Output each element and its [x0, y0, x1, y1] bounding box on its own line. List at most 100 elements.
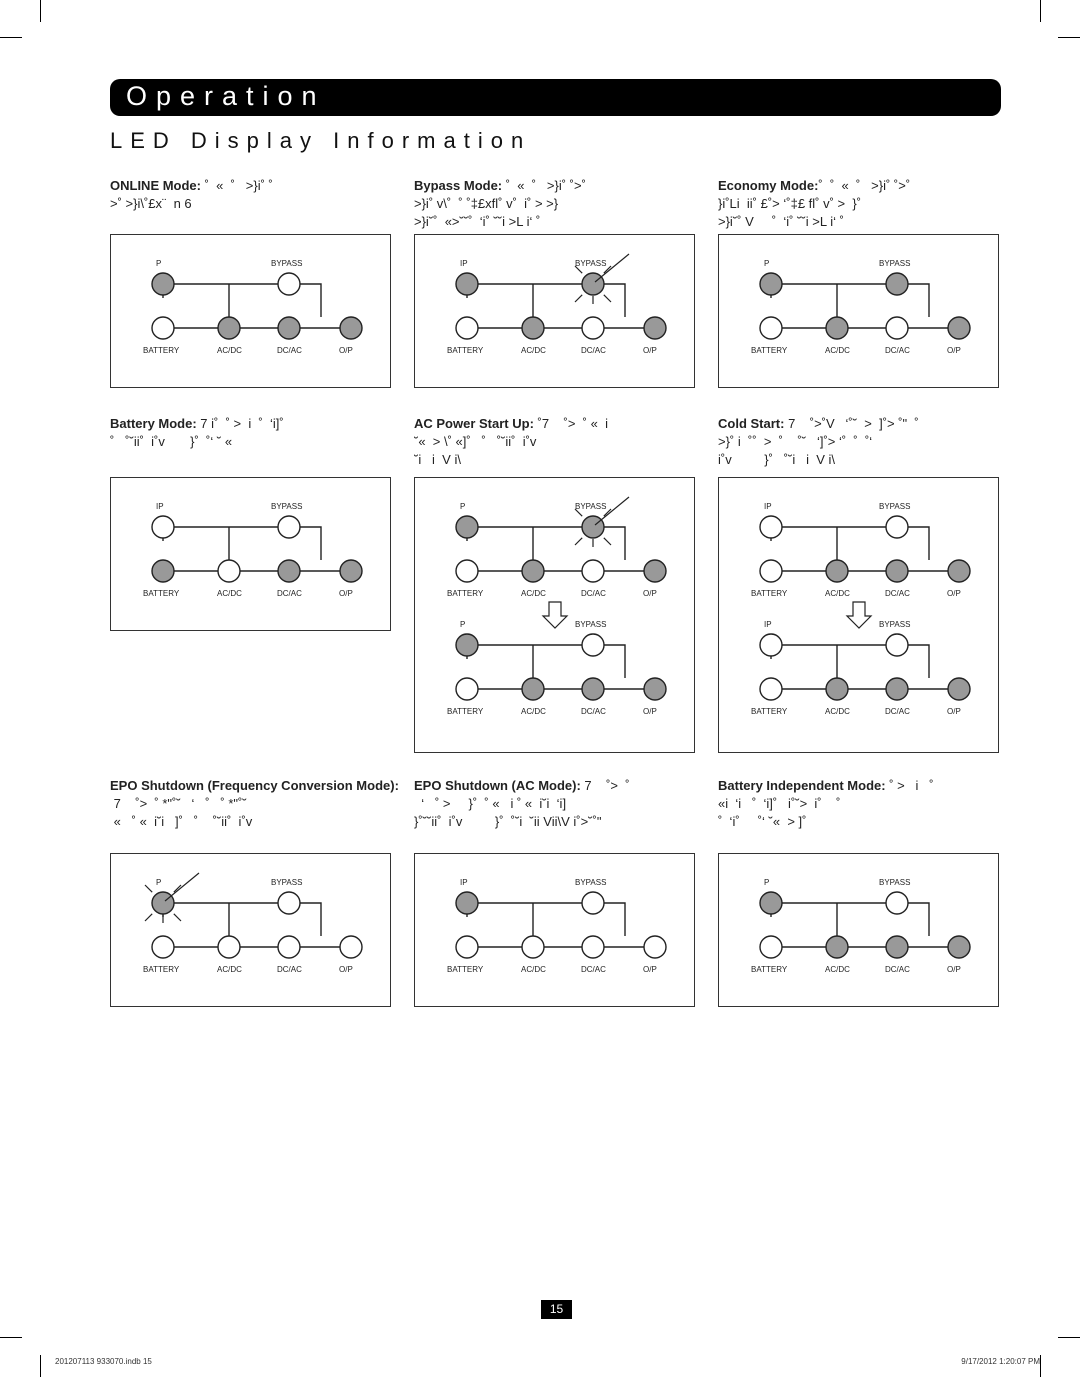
mode-economy-text: Economy Mode:˚ ˚ « ˚ >}i˚ ˚>˚ }i˚Li ii˚ …: [718, 177, 1068, 259]
crop-mark: [1058, 1337, 1080, 1338]
blink-ray: [574, 508, 583, 517]
led-ip: [759, 633, 783, 657]
label-ip: IP: [764, 502, 772, 511]
label-led: BATTERY: [143, 346, 180, 355]
led-ip: [759, 891, 783, 915]
label-led: BATTERY: [447, 589, 484, 598]
label-led: DC/AC: [581, 965, 606, 974]
led-bypass: [581, 633, 605, 657]
mode-line: ˚ ˚˘ii˚ i˚v }˚ ˚‘ ˘ «: [110, 434, 233, 449]
blink-ray: [603, 537, 612, 546]
label-led: DC/AC: [581, 589, 606, 598]
label-ip: P: [156, 259, 161, 268]
blink-ray: [603, 265, 612, 274]
mode-line: ˚ « ˚ >}i˚ ˚: [201, 178, 273, 193]
led-op: [947, 316, 971, 340]
led-acdc: [217, 316, 241, 340]
mode-line: >}i˘˚ «>˘˘˚ ‘i˚ ˘˘i >L i‘ ˚: [414, 214, 541, 229]
mode-label: ONLINE Mode:: [110, 178, 201, 193]
label-led: BATTERY: [751, 589, 788, 598]
led-battery: [151, 935, 175, 959]
label-led: O/P: [643, 589, 657, 598]
label-ip: P: [156, 878, 161, 887]
label-bypass: BYPASS: [879, 259, 910, 268]
label-led: O/P: [947, 346, 961, 355]
led-dcac: [581, 559, 605, 583]
mode-line: }˚˘˘ii˚ i˚v }˚ ˚˘i ˘ii Vii\V i˚>˘˚": [414, 814, 602, 829]
led-op: [339, 559, 363, 583]
led-acdc: [521, 677, 545, 701]
led-battery: [759, 316, 783, 340]
blink-pointer: [164, 872, 200, 902]
led-op: [947, 677, 971, 701]
footer-file: 201207113 933070.indb 15: [55, 1357, 152, 1366]
label-led: AC/DC: [217, 346, 242, 355]
led-battery: [759, 559, 783, 583]
led-battery: [151, 316, 175, 340]
led-bypass: [885, 891, 909, 915]
led-acdc: [521, 935, 545, 959]
led-bypass: [885, 633, 909, 657]
led-ip: [759, 515, 783, 539]
label-led: O/P: [643, 707, 657, 716]
led-ip: [151, 272, 175, 296]
label-bypass: BYPASS: [879, 502, 910, 511]
mode-acstart-text: AC Power Start Up: ˚7 ˚> ˚ « i ˘« > \˚ «…: [414, 415, 714, 497]
led-acdc: [825, 316, 849, 340]
label-bypass: BYPASS: [575, 259, 606, 268]
led-dcac: [581, 316, 605, 340]
led-battery: [455, 559, 479, 583]
wire-main: [478, 283, 626, 317]
blink-ray: [603, 294, 612, 303]
led-ip: [151, 891, 175, 915]
mode-epofreq-text: EPO Shutdown (Frequency Conversion Mode)…: [110, 777, 410, 859]
label-ip: IP: [156, 502, 164, 511]
led-battery: [151, 559, 175, 583]
led-ip: [759, 272, 783, 296]
mode-coldstart-text: Cold Start: 7 ˚>˚V ‘˚˘ > ]˚> ˚" ˚ >}˚ i …: [718, 415, 1068, 497]
mode-line: ˚ « ˚ >}i˚ ˚>˚: [502, 178, 586, 193]
led-acdc: [217, 559, 241, 583]
crop-mark: [0, 37, 22, 38]
label-bypass: BYPASS: [879, 620, 910, 629]
led-acdc: [521, 316, 545, 340]
blink-ray: [603, 508, 612, 517]
led-acdc: [521, 559, 545, 583]
blink-ray: [144, 884, 153, 893]
label-bypass: BYPASS: [575, 620, 606, 629]
led-battery: [455, 316, 479, 340]
label-ip: IP: [460, 878, 468, 887]
mode-line: >}˚ i ˚˚ > ˚ ˚˘ ‘]˚> ‘˚ ˚ ˚‘: [718, 434, 873, 449]
mode-online-text: ONLINE Mode: ˚ « ˚ >}i˚ ˚ >˚ >}i\˚£x¨ n …: [110, 177, 410, 259]
crop-mark: [40, 0, 41, 22]
mode-line: ˘i i V i\: [414, 452, 461, 467]
section-title: LED Display Information: [110, 128, 532, 153]
label-bypass: BYPASS: [575, 502, 606, 511]
label-led: BATTERY: [751, 346, 788, 355]
led-dcac: [277, 316, 301, 340]
label-led: O/P: [947, 965, 961, 974]
led-op: [643, 935, 667, 959]
led-battery: [759, 935, 783, 959]
wire-main: [478, 526, 626, 560]
blink-ray: [574, 294, 583, 303]
label-led: DC/AC: [581, 346, 606, 355]
mode-battery-text: Battery Mode: 7 i˚ ˚ > i ˚ ‘i]˚ ˚ ˚˘ii˚ …: [110, 415, 410, 497]
label-bypass: BYPASS: [271, 259, 302, 268]
label-led: AC/DC: [825, 346, 850, 355]
label-ip: P: [460, 502, 465, 511]
page-number: 15: [541, 1300, 572, 1319]
label-led: O/P: [339, 346, 353, 355]
label-led: BATTERY: [447, 707, 484, 716]
led-dcac: [885, 316, 909, 340]
mode-line: 7 i˚ ˚ > i ˚ ‘i]˚: [196, 416, 284, 431]
led-op: [947, 935, 971, 959]
mode-label: Battery Mode:: [110, 416, 197, 431]
led-acdc: [825, 935, 849, 959]
crop-mark: [1040, 1355, 1041, 1377]
